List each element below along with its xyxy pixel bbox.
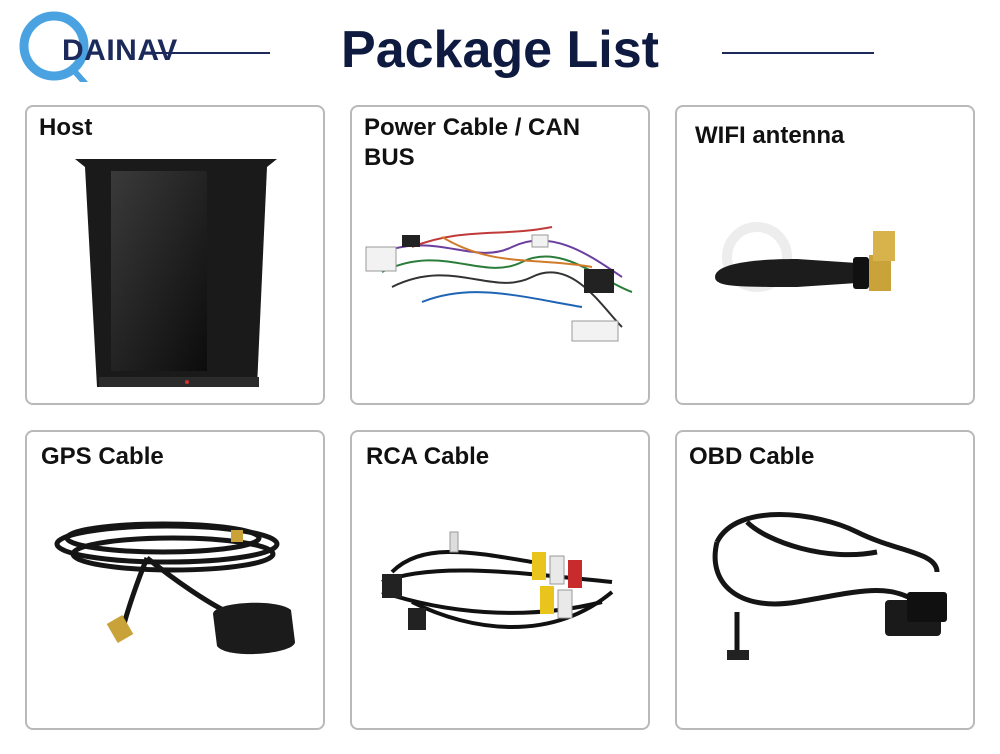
logo-mark-icon [19, 11, 89, 82]
page-title: Package List [341, 21, 659, 79]
item-label: RCA Cable [366, 443, 490, 470]
item-label: OBD Cable [689, 443, 815, 470]
brand-logo: DAINAV [10, 6, 190, 86]
item-card-host: Host [25, 105, 325, 405]
obd-cable-icon [712, 512, 947, 660]
car-radio-head-unit-icon [75, 159, 277, 387]
gps-antenna-icon [54, 521, 295, 655]
item-label: WIFI antenna [695, 122, 845, 149]
item-label: Host [39, 114, 93, 141]
item-label: GPS Cable [41, 443, 164, 470]
item-card-gps-cable: GPS Cable [25, 430, 325, 730]
item-label: Power Cable / CAN BUS [364, 114, 581, 171]
wiring-harness-icon [365, 226, 633, 342]
title-rule-left [150, 52, 270, 54]
wifi-antenna-icon [715, 222, 895, 292]
item-card-rca-cable: RCA Cable [350, 430, 650, 730]
item-card-power-cable: Power Cable / CAN BUS [350, 105, 650, 405]
rca-cable-icon [381, 531, 614, 630]
item-card-wifi-antenna: WIFI antenna [675, 105, 975, 405]
item-card-obd-cable: OBD Cable [675, 430, 975, 730]
brand-name: DAINAV [62, 34, 178, 67]
header: DAINAV Package List [0, 0, 1000, 100]
title-rule-right [722, 52, 874, 54]
